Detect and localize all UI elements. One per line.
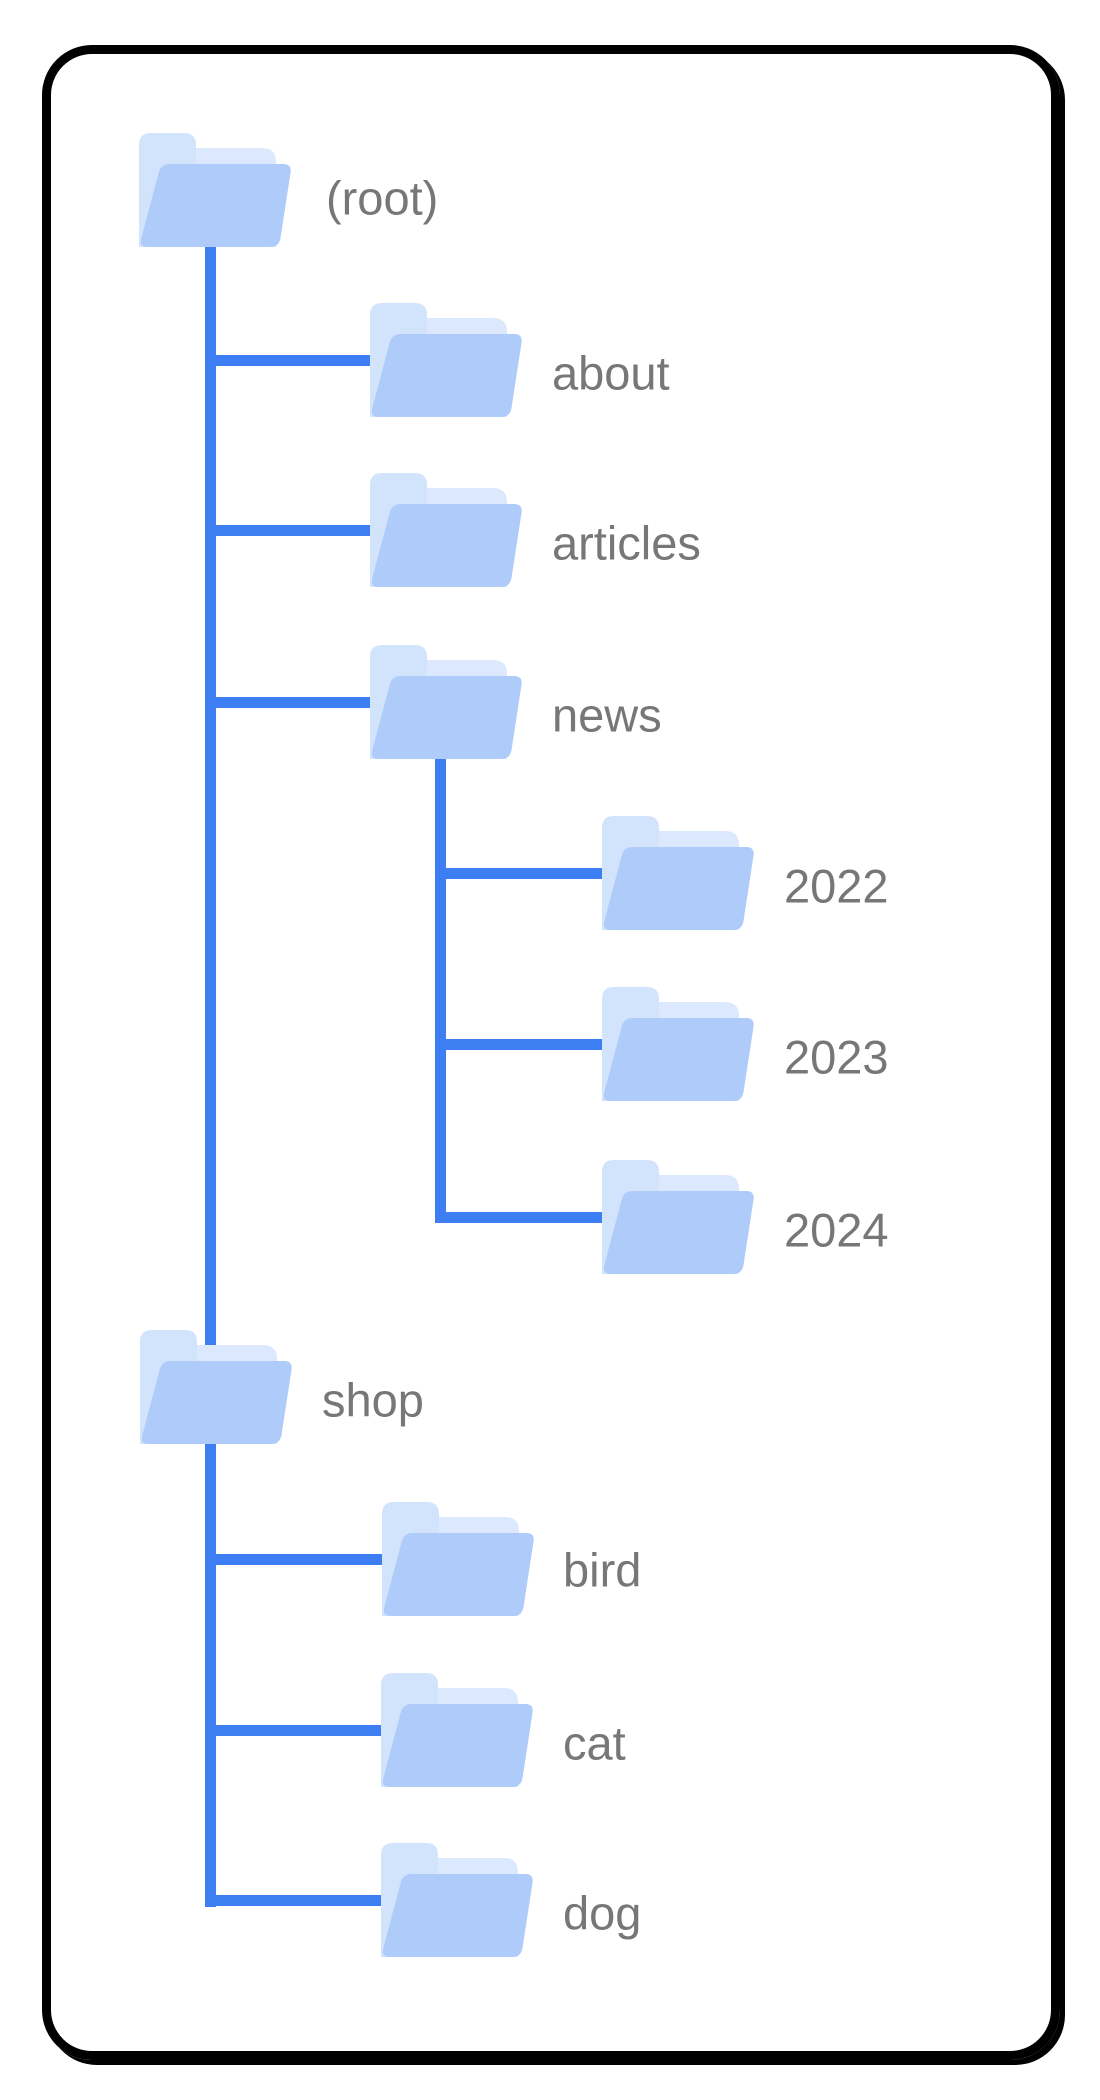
- folder-label-dog: dog: [563, 1886, 642, 1940]
- folder-icon: [370, 303, 522, 417]
- folder-label-news: news: [552, 688, 662, 742]
- folder-icon: [381, 1673, 533, 1787]
- folder-label-cat: cat: [563, 1716, 626, 1770]
- connector-branch-about: [205, 355, 380, 366]
- folder-icon: [370, 645, 522, 759]
- diagram-frame: [42, 45, 1060, 2060]
- connector-branch-dog: [205, 1895, 392, 1906]
- connector-branch-2024: [435, 1212, 612, 1223]
- folder-node-articles: [370, 473, 523, 587]
- folder-node-shop: [140, 1330, 293, 1444]
- connector-branch-bird: [205, 1554, 392, 1565]
- folder-icon: [602, 816, 754, 930]
- folder-node-2024: [602, 1160, 755, 1274]
- folder-label-2024: 2024: [784, 1203, 889, 1257]
- folder-label-about: about: [552, 346, 670, 400]
- folder-label-root: (root): [326, 171, 439, 225]
- folder-icon: [370, 473, 522, 587]
- folder-node-dog: [381, 1843, 534, 1957]
- folder-label-shop: shop: [322, 1373, 424, 1427]
- folder-icon: [381, 1843, 533, 1957]
- folder-node-2022: [602, 816, 755, 930]
- connector-branch-articles: [205, 525, 380, 536]
- folder-node-bird: [382, 1502, 535, 1616]
- connector-branch-cat: [205, 1725, 392, 1736]
- connector-branch-news: [205, 697, 380, 708]
- connector-branch-2023: [435, 1039, 612, 1050]
- folder-node-2023: [602, 987, 755, 1101]
- folder-label-articles: articles: [552, 516, 701, 570]
- folder-node-cat: [381, 1673, 534, 1787]
- folder-label-bird: bird: [563, 1543, 642, 1597]
- folder-label-2022: 2022: [784, 859, 889, 913]
- folder-node-news: [370, 645, 523, 759]
- folder-icon: [140, 1330, 292, 1444]
- folder-node-about: [370, 303, 523, 417]
- folder-icon: [602, 987, 754, 1101]
- folder-icon: [139, 133, 291, 247]
- connector-trunk-root: [205, 240, 216, 1907]
- folder-label-2023: 2023: [784, 1030, 889, 1084]
- connector-trunk-news: [435, 750, 446, 1223]
- connector-branch-2022: [435, 868, 612, 879]
- folder-icon: [382, 1502, 534, 1616]
- folder-node-root: [139, 133, 292, 247]
- folder-icon: [602, 1160, 754, 1274]
